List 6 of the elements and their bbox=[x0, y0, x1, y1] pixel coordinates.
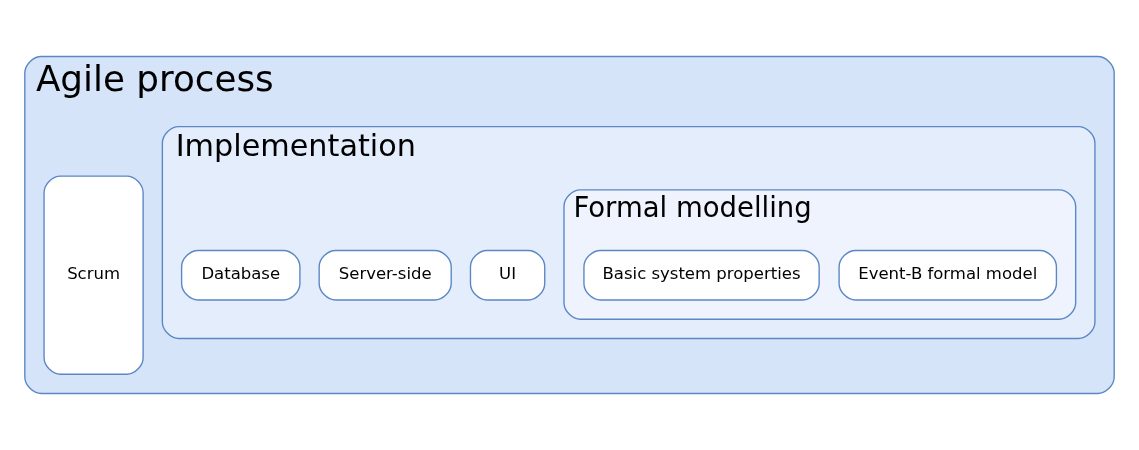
node-box: Database bbox=[180, 249, 301, 301]
node-box: Basic system properties bbox=[583, 249, 820, 301]
node-box: Event-B formal model bbox=[838, 249, 1058, 301]
node-box: Scrum bbox=[43, 175, 144, 375]
node-box: UI bbox=[469, 249, 546, 301]
node-box: Server-side bbox=[318, 249, 452, 301]
